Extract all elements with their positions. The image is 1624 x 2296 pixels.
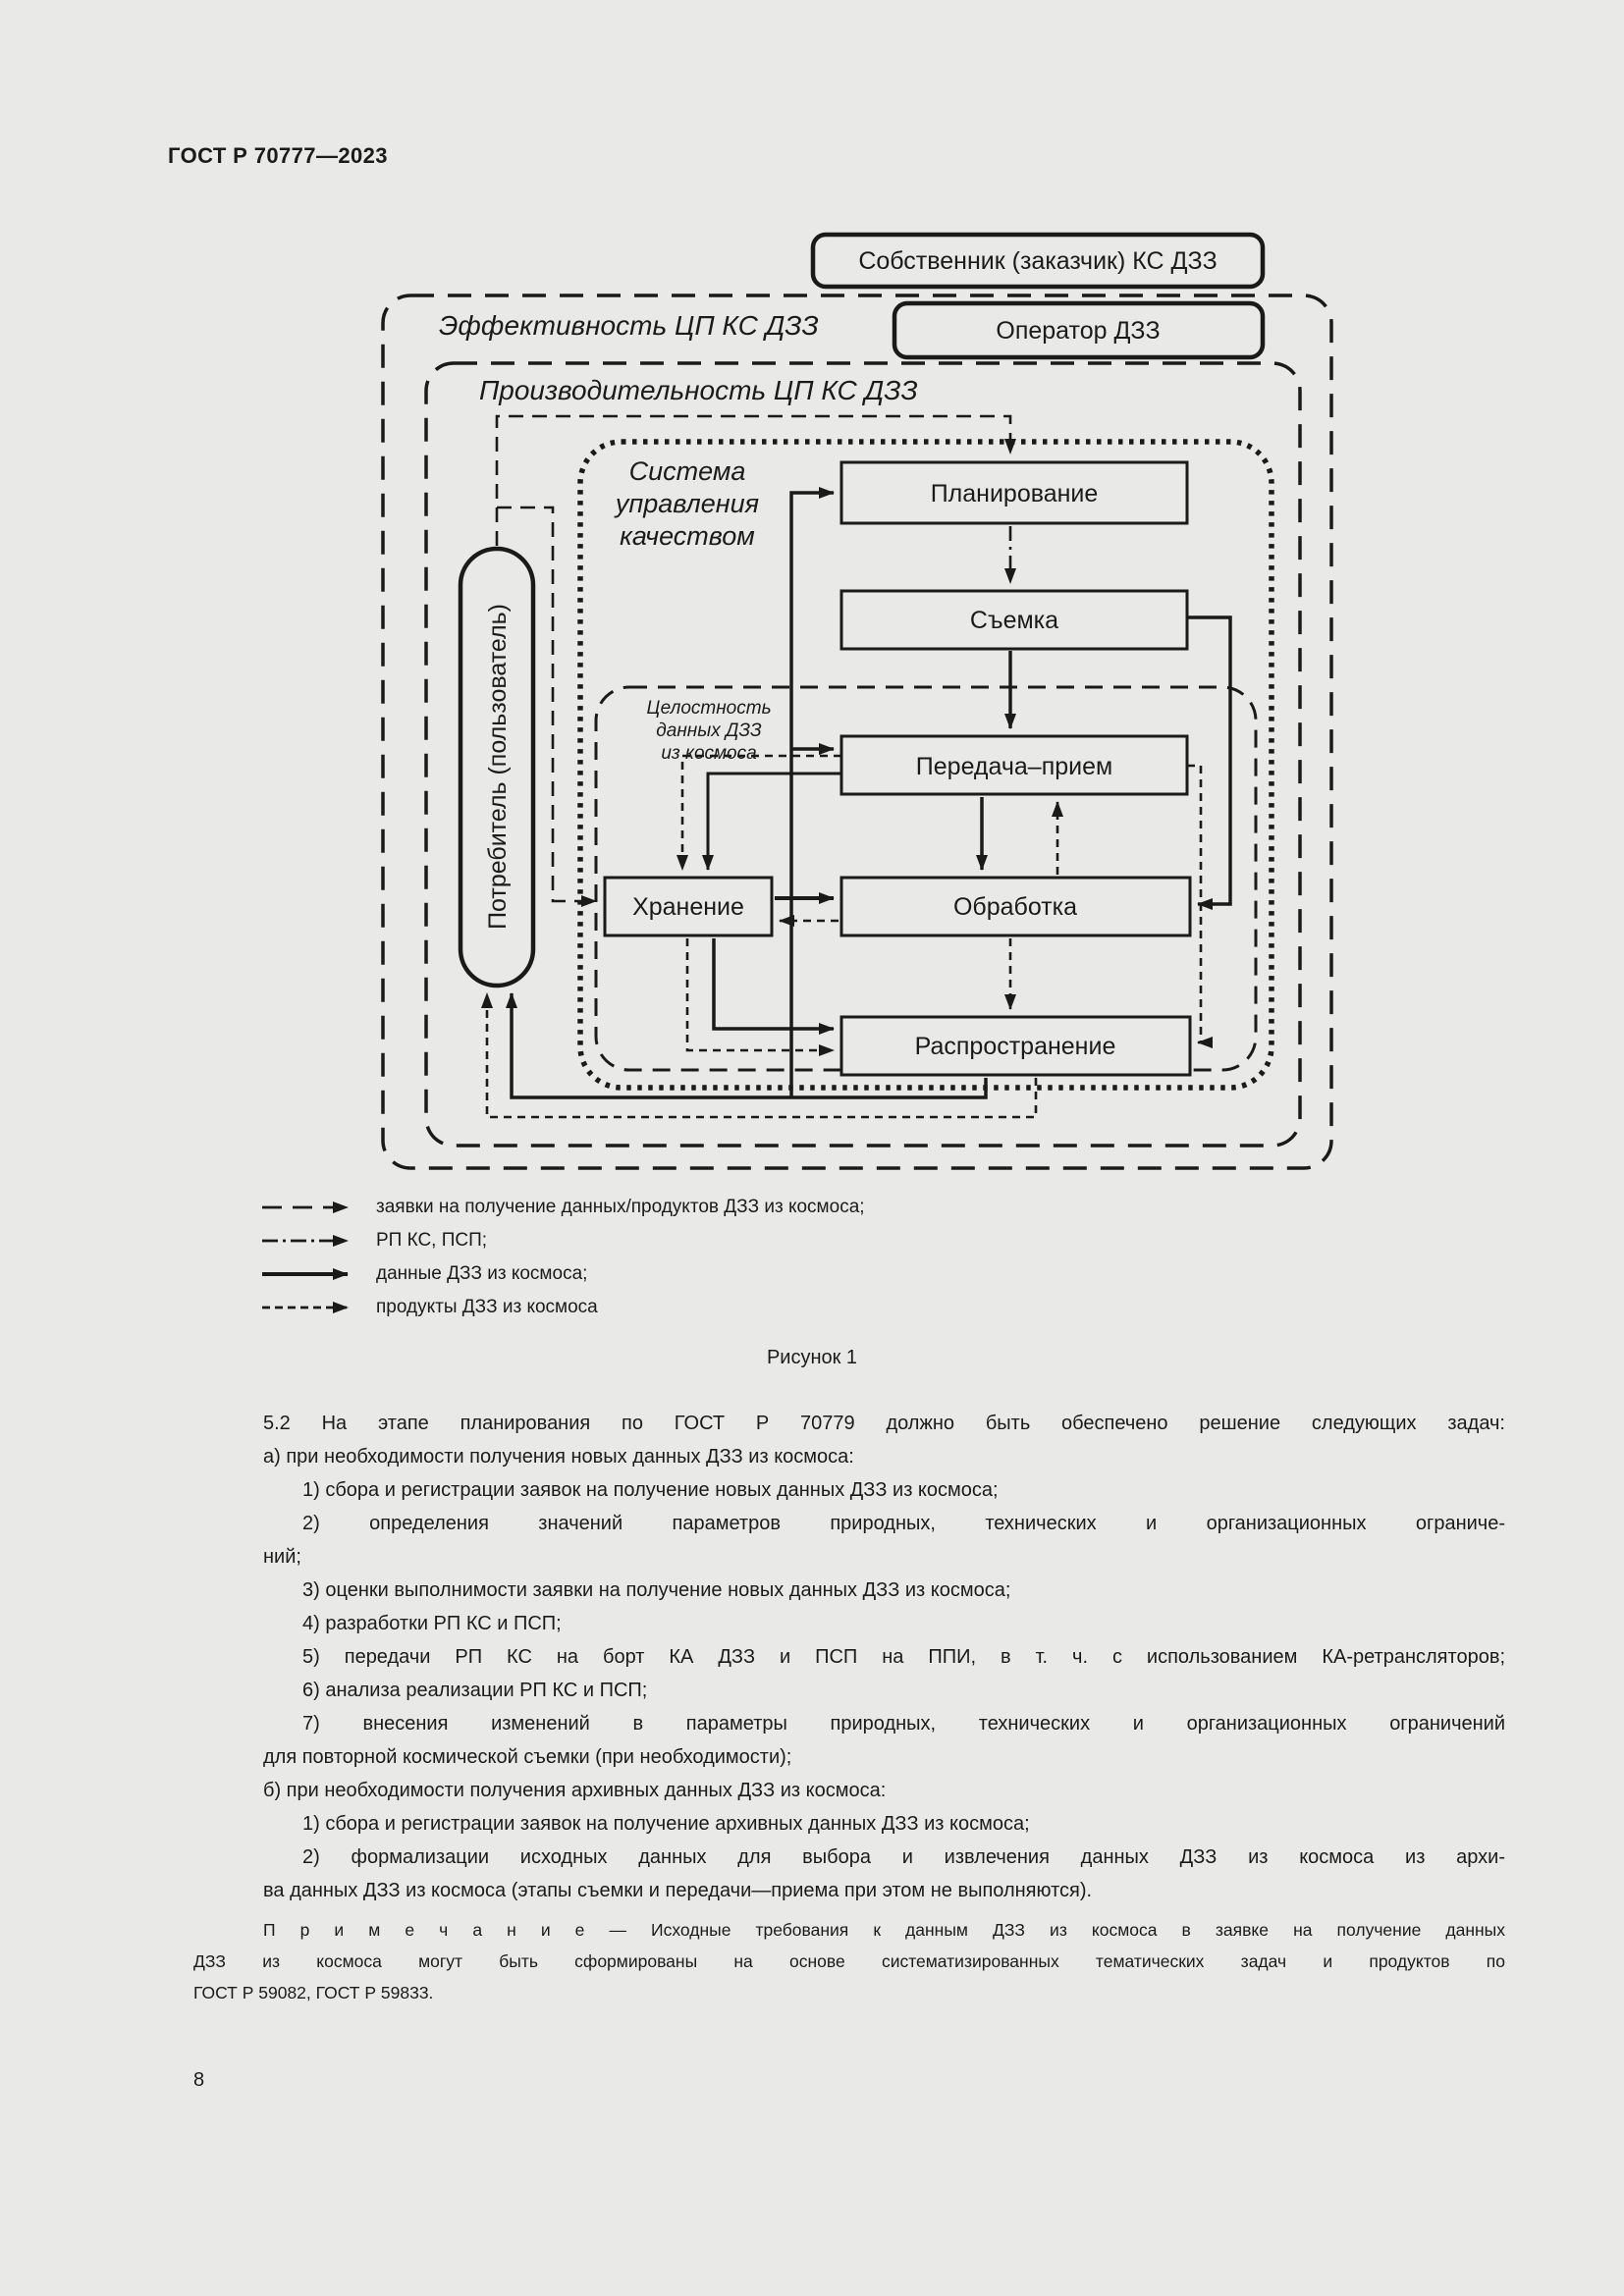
distribution-box-label: Распространение: [915, 1033, 1116, 1060]
quality-system-frame-label-line3: качеством: [620, 521, 755, 551]
data-feedback-line-to-planning: [789, 487, 835, 1097]
transmission-box: [839, 734, 1189, 796]
body-line: 6) анализа реализации РП КС и ПСП;: [302, 1680, 648, 1701]
body-line: 2) формализации исходных данных для выбо…: [302, 1846, 1505, 1868]
legend-row-requests: заявки на получение данных/продуктов ДЗЗ…: [262, 1191, 865, 1224]
note-block: П р и м е ч а н и е — Исходные требовани…: [193, 1914, 1505, 2008]
page-number: 8: [193, 2069, 205, 2091]
body-line: ний;: [263, 1546, 301, 1568]
legend-label: заявки на получение данных/продуктов ДЗЗ…: [376, 1197, 865, 1217]
legend-row-rp-ks-psp: РП КС, ПСП;: [262, 1224, 865, 1257]
data-arrow-transmission-to-storage: [702, 772, 841, 871]
data-integrity-frame-label-line3: из космоса: [661, 743, 756, 764]
processing-box: [839, 876, 1192, 937]
data-arrow-storage-to-distribution: [712, 938, 835, 1035]
note-line: ДЗЗ из космоса могут быть сформированы н…: [193, 1951, 1505, 1971]
products-arrow-storage-to-distribution: [685, 938, 835, 1056]
imaging-box: [839, 589, 1189, 651]
operator-box-label: Оператор ДЗЗ: [996, 317, 1160, 345]
legend-label: данные ДЗЗ из космоса;: [376, 1263, 588, 1284]
data-arrow-imaging-to-processing: [1187, 615, 1232, 910]
body-line: 5.2 На этапе планирования по ГОСТ Р 7077…: [263, 1413, 1505, 1434]
owner-box: [810, 232, 1266, 290]
solid-arrow-icon: [262, 1268, 349, 1280]
products-arrow-transmission-to-storage: [677, 754, 841, 871]
body-line: 1) сбора и регистрации заявок на получен…: [302, 1479, 999, 1501]
section-5-2-text: 5.2 На этапе планирования по ГОСТ Р 7077…: [263, 1407, 1505, 1907]
body-line: а) при необходимости получения новых дан…: [263, 1446, 854, 1468]
products-line-distribution-to-consumer: [481, 992, 1038, 1119]
storage-box: [603, 876, 774, 937]
dash-dot-arrow-icon: [262, 1235, 349, 1247]
figure-legend: заявки на получение данных/продуктов ДЗЗ…: [262, 1191, 865, 1324]
body-line: для повторной космической съемки (при не…: [263, 1746, 792, 1768]
requests-arrow-consumer-to-storage: [497, 506, 597, 907]
body-line: 1) сбора и регистрации заявок на получен…: [302, 1813, 1030, 1835]
effectiveness-frame: [381, 294, 1333, 1170]
productivity-frame-label: Производительность ЦП КС ДЗЗ: [479, 375, 918, 405]
note-line: П р и м е ч а н и е — Исходные требовани…: [263, 1920, 1505, 1940]
figure-caption: Рисунок 1: [766, 1347, 858, 1368]
imaging-box-label: Съемка: [970, 607, 1058, 634]
products-arrow-transmission-to-distribution: [1187, 764, 1213, 1048]
document-number-header: ГОСТ Р 70777—2023: [168, 143, 388, 168]
consumer-box-label: Потребитель (пользователь): [484, 604, 512, 930]
short-dash-arrow-icon: [262, 1302, 349, 1313]
consumer-box: [458, 546, 536, 988]
planning-box-label: Планирование: [931, 480, 1099, 507]
body-line: 2) определения значений параметров приро…: [302, 1513, 1505, 1534]
legend-label: продукты ДЗЗ из космоса: [376, 1297, 598, 1317]
figure-1-diagram: Собственник (заказчик) КС ДЗЗ Оператор Д…: [381, 232, 1333, 1170]
body-line: ва данных ДЗЗ из космоса (этапы съемки и…: [263, 1880, 1093, 1901]
productivity-frame: [424, 361, 1302, 1148]
body-line: 4) разработки РП КС и ПСП;: [302, 1613, 562, 1634]
body-line: 3) оценки выполнимости заявки на получен…: [302, 1579, 1011, 1601]
note-line: ГОСТ Р 59082, ГОСТ Р 59833.: [193, 1983, 434, 2002]
storage-box-label: Хранение: [632, 893, 744, 921]
data-integrity-frame-label-line1: Целостность: [646, 698, 771, 719]
body-line: б) при необходимости получения архивных …: [263, 1780, 887, 1801]
long-dash-arrow-icon: [262, 1201, 349, 1213]
requests-arrow-consumer-to-planning: [495, 414, 1016, 546]
body-line: 5) передачи РП КС на борт КА ДЗЗ и ПСП н…: [302, 1646, 1505, 1668]
legend-row-data: данные ДЗЗ из космоса;: [262, 1257, 865, 1291]
processing-box-label: Обработка: [953, 893, 1077, 921]
quality-system-frame: [577, 439, 1274, 1091]
distribution-box: [839, 1015, 1192, 1077]
quality-system-frame-label-line1: Система: [629, 456, 746, 486]
effectiveness-frame-label: Эффективность ЦП КС ДЗЗ: [439, 310, 819, 341]
owner-box-label: Собственник (заказчик) КС ДЗЗ: [858, 247, 1217, 275]
data-integrity-frame-label-line2: данных ДЗЗ: [656, 721, 762, 741]
legend-row-products: продукты ДЗЗ из космоса: [262, 1291, 865, 1324]
operator-box: [892, 300, 1266, 360]
transmission-box-label: Передача–прием: [916, 753, 1112, 780]
quality-system-frame-label-line2: управления: [614, 489, 759, 518]
legend-label: РП КС, ПСП;: [376, 1230, 488, 1251]
body-line: 7) внесения изменений в параметры природ…: [302, 1713, 1505, 1735]
planning-box: [839, 460, 1189, 525]
data-line-distribution-to-consumer: [506, 992, 988, 1099]
